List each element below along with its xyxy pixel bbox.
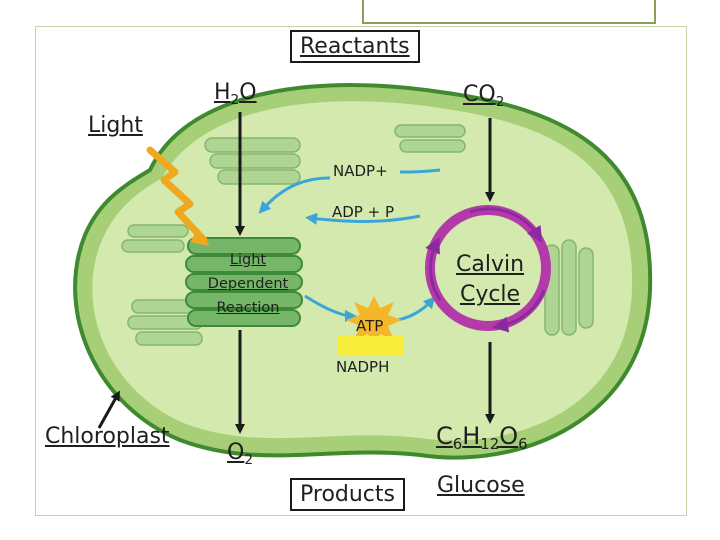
products-label: Products bbox=[290, 478, 405, 511]
ldr-line-3: Reaction bbox=[216, 300, 280, 316]
thylakoid-stack bbox=[185, 237, 303, 327]
formula-o-sub: 6 bbox=[518, 435, 528, 454]
adp-p-label: ADP + P bbox=[332, 203, 395, 221]
chloroplast-stroma bbox=[92, 101, 633, 441]
nadp-plus-label: NADP+ bbox=[333, 162, 388, 180]
nadp-in-arrow bbox=[399, 168, 441, 174]
glucose-label: Glucose bbox=[437, 473, 525, 498]
calvin-cycle-arrow-right bbox=[492, 289, 546, 333]
formula-o: O bbox=[499, 422, 519, 450]
atp-to-calvin-arrow bbox=[397, 296, 436, 322]
oxygen-base: O bbox=[227, 440, 245, 465]
ldr-line-1: Light bbox=[229, 252, 267, 268]
co2-base: CO bbox=[463, 82, 496, 107]
glucose-formula-label: C6H12O6 bbox=[436, 422, 528, 453]
water-sub: 2 bbox=[230, 91, 240, 108]
nadp-return-arrow bbox=[258, 176, 331, 214]
light-bolt-tip bbox=[190, 228, 210, 246]
formula-h: H bbox=[462, 422, 481, 450]
formula-h-sub: 12 bbox=[480, 435, 500, 454]
ldr-line-2: Dependent bbox=[207, 276, 289, 292]
nadph-box bbox=[338, 336, 404, 356]
water-label: H2O bbox=[214, 80, 257, 108]
oxygen-label: O2 bbox=[227, 440, 253, 468]
atp-label: ATP bbox=[356, 317, 384, 335]
calvin-cycle-arrow-top bbox=[469, 207, 543, 243]
light-label: Light bbox=[88, 113, 143, 138]
adp-return-arrow bbox=[305, 212, 421, 225]
calvin-cycle-label: Calvin Cycle bbox=[456, 250, 524, 310]
calvin-cycle-arrow-left bbox=[425, 236, 442, 301]
co2-sub: 2 bbox=[495, 93, 505, 110]
chloroplast-pointer-arrow bbox=[97, 390, 120, 429]
grana-stacks bbox=[121, 124, 594, 346]
light-bolt bbox=[146, 146, 208, 244]
water-tail: O bbox=[239, 80, 257, 105]
chloroplast-label: Chloroplast bbox=[45, 424, 170, 449]
light-dependent-reaction-label: Light Dependent Reaction bbox=[198, 248, 298, 320]
atp-out-arrow bbox=[304, 294, 357, 322]
co2-label: CO2 bbox=[463, 82, 504, 110]
water-base: H bbox=[214, 80, 231, 105]
nadph-label: NADPH bbox=[336, 358, 390, 376]
slide-accent-bar bbox=[362, 0, 656, 24]
reactants-label: Reactants bbox=[290, 30, 420, 63]
formula-c: C bbox=[436, 422, 453, 450]
calvin-line-1: Calvin bbox=[456, 252, 525, 277]
atp-star bbox=[346, 296, 402, 346]
oxygen-sub: 2 bbox=[244, 451, 253, 468]
calvin-line-2: Cycle bbox=[459, 282, 521, 307]
formula-c-sub: 6 bbox=[452, 435, 463, 454]
